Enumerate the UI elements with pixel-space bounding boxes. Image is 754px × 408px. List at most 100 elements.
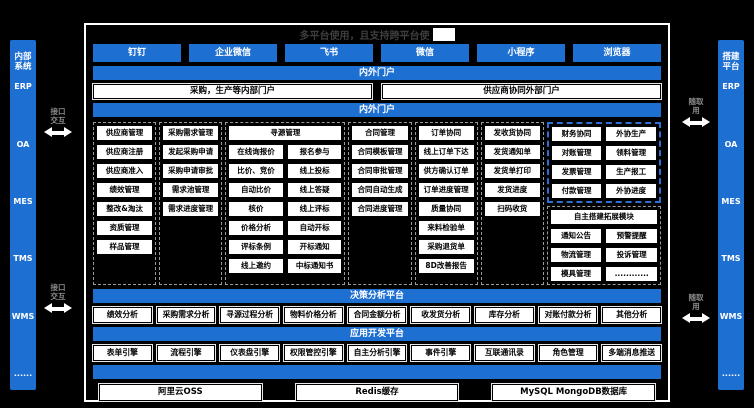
double-arrow-icon	[682, 117, 710, 128]
main-panel: 多平台使用，且支持跨平台使 钉钉企业微信飞书微信小程序浏览器 内外门户 采购，生…	[84, 23, 670, 402]
interface-interaction-label: 接口 交互	[50, 107, 66, 125]
module-pair-row: 自动比价线上答疑	[228, 182, 343, 198]
channel-button: 飞书	[285, 44, 373, 62]
internal-system-item: ......	[13, 368, 33, 378]
module-pair-row: 线上邀约中标通知书	[228, 258, 343, 274]
dev-engine-item: 权限管控引擎	[284, 345, 343, 361]
build-platform-item: WMS	[719, 311, 743, 321]
module-cell: 线上邀约	[228, 258, 284, 274]
finance-outsource-extension-block: 财务协同外协生产对账管理领料管理发票管理生产报工付款管理外协进度自主搭建拓展模块…	[546, 122, 661, 285]
module-pair-row: 在线询报价报名参与	[228, 144, 343, 160]
column-header-contract-mgmt: 合同管理	[351, 125, 409, 141]
module-cell: 物流管理	[549, 247, 603, 263]
module-cell: 资质管理	[96, 220, 154, 236]
module-pair-row: 模具管理............	[549, 266, 658, 282]
analysis-item: 合同金额分析	[347, 307, 407, 323]
left-connector-bottom: 接口 交互	[35, 283, 81, 314]
analysis-item: 物料价格分析	[284, 307, 343, 323]
module-cell: 订单进度管理	[417, 182, 475, 198]
module-cell: 线上投标	[286, 163, 343, 179]
finance-outsource-group: 财务协同外协生产对账管理领料管理发票管理生产报工付款管理外协进度	[546, 122, 661, 203]
module-pair-row: 对账管理领料管理	[550, 145, 657, 161]
dev-items-row: 表单引擎流程引擎仪表盘引擎权限管控引擎自主分析引擎事件引擎互联通讯录角色管理多端…	[93, 345, 662, 361]
module-cell: 采购申请审批	[162, 163, 220, 179]
module-cell: 核价	[228, 201, 284, 217]
module-pair-row: 评标条例开标通知	[228, 239, 343, 255]
left-rail-title: 内部系统	[14, 52, 32, 73]
diagram-title-row: 多平台使用，且支持跨平台使	[93, 27, 661, 42]
module-cell: 比价、竞价	[228, 163, 284, 179]
column-demand-mgmt: 采购需求管理发起采购申请采购申请审批需求池管理需求进度管理	[159, 122, 223, 285]
module-cell: 生产报工	[605, 164, 657, 180]
module-cell: 线上答疑	[286, 182, 343, 198]
internal-system-item: OA	[16, 139, 30, 149]
column-header-supplier-mgmt: 供应商管理	[96, 125, 154, 141]
channel-button: 钉钉	[93, 44, 181, 62]
module-cell: 线上评标	[286, 201, 343, 217]
right-connector-bottom: 随取 用	[673, 293, 719, 324]
dev-engine-item: 事件引擎	[411, 345, 471, 361]
dev-engine-item: 角色管理	[538, 345, 598, 361]
double-arrow-icon	[44, 127, 72, 138]
inner-portal-bar: 内外门户	[93, 103, 661, 117]
analysis-item: 其他分析	[602, 307, 662, 323]
module-cell: 发货进度	[483, 182, 541, 198]
interface-interaction-label: 接口 交互	[50, 283, 66, 301]
analysis-item: 库存分析	[475, 307, 534, 323]
build-platform-item: ERP	[722, 82, 740, 92]
column-header-demand-mgmt: 采购需求管理	[162, 125, 220, 141]
module-pair-row: 财务协同外协生产	[550, 126, 657, 142]
channel-button: 小程序	[477, 44, 565, 62]
module-cell: 合同进度管理	[351, 201, 409, 217]
module-cell: 供应商注册	[96, 144, 154, 160]
dev-engine-item: 表单引擎	[93, 345, 152, 361]
analysis-platform-bar: 决策分析平台	[93, 289, 661, 303]
on-demand-use-label: 随取 用	[688, 97, 704, 115]
analysis-items-row: 绩效分析采购需求分析寻源过程分析物料价格分析合同金额分析收发货分析库存分析对账付…	[93, 307, 662, 323]
module-pair-row: 付款管理外协进度	[550, 183, 657, 199]
module-cell: 来料检验单	[417, 220, 475, 236]
dev-platform-bar: 应用开发平台	[93, 327, 661, 341]
channel-button: 微信	[381, 44, 469, 62]
portal-box: 采购，生产等内部门户	[93, 84, 372, 99]
module-cell: 发票管理	[550, 164, 603, 180]
channel-button: 企业微信	[189, 44, 277, 62]
build-platform-item: OA	[724, 139, 738, 149]
right-connector-top: 随取 用	[673, 97, 719, 128]
module-cell: 报名参与	[286, 144, 343, 160]
module-cell: 8D改善报告	[417, 258, 475, 274]
internal-system-item: TMS	[13, 254, 33, 264]
module-pair-row: 核价线上评标	[228, 201, 343, 217]
module-cell: 样品管理	[96, 239, 154, 255]
portal-box: 供应商协同外部门户	[382, 84, 661, 99]
analysis-item: 收发货分析	[411, 307, 471, 323]
module-cell: 质量协同	[417, 201, 475, 217]
analysis-item: 绩效分析	[93, 307, 152, 323]
diagram-title: 多平台使用，且支持跨平台使	[299, 31, 430, 42]
module-cell: 供应商准入	[96, 163, 154, 179]
infra-item: MySQL MongoDB数据库	[492, 384, 656, 401]
portal-row: 采购，生产等内部门户供应商协同外部门户	[93, 84, 661, 99]
dev-engine-item: 自主分析引擎	[347, 345, 407, 361]
column-supplier-mgmt: 供应商管理供应商注册供应商准入绩效管理整改&淘汰资质管理样品管理	[93, 122, 157, 285]
module-cell: 付款管理	[550, 183, 603, 199]
module-cell: 供方确认订单	[417, 163, 475, 179]
analysis-item: 对账付款分析	[538, 307, 598, 323]
module-cell: 合同自动生成	[351, 182, 409, 198]
dev-engine-item: 仪表盘引擎	[220, 345, 280, 361]
infra-bar-empty	[93, 365, 661, 379]
analysis-item: 采购需求分析	[156, 307, 216, 323]
module-cell: 领料管理	[605, 145, 657, 161]
module-cell: 扫码收货	[483, 201, 541, 217]
module-cell: 需求池管理	[162, 182, 220, 198]
module-cell: 预警提醒	[605, 228, 658, 244]
module-cell: 需求进度管理	[162, 201, 220, 217]
dev-engine-item: 流程引擎	[156, 345, 216, 361]
module-pair-row: 发票管理生产报工	[550, 164, 657, 180]
module-cell: 发货通知单	[483, 144, 541, 160]
